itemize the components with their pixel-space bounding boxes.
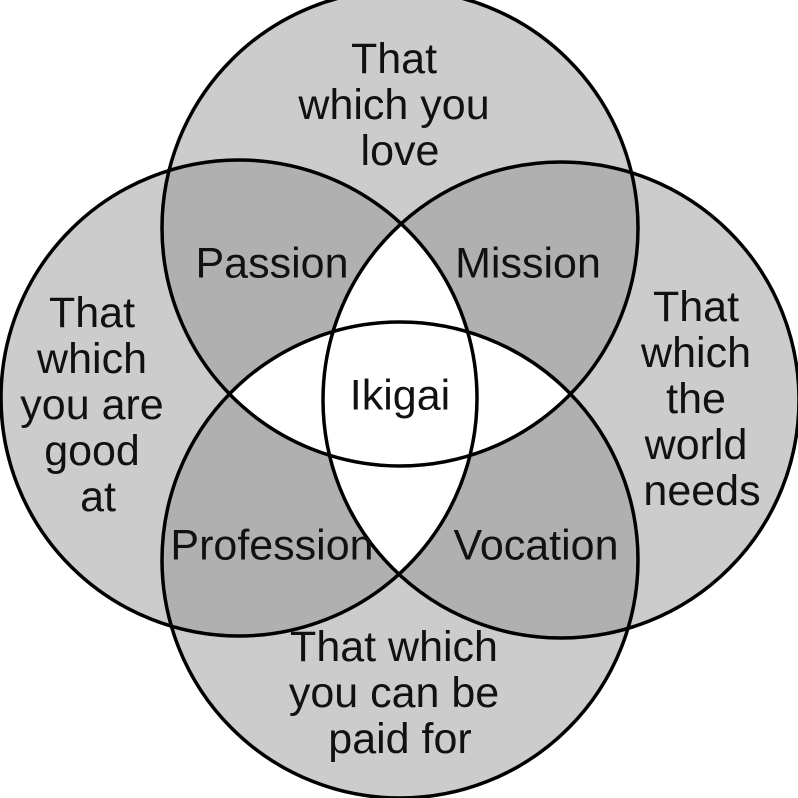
circle-top-outline bbox=[160, 0, 640, 468]
label-top-line: which you bbox=[297, 81, 489, 129]
label-right-line: the bbox=[666, 375, 726, 423]
label-right-circle: That which the world needs bbox=[640, 283, 763, 515]
label-bottom-line: paid for bbox=[328, 715, 471, 763]
circle-left-outline bbox=[0, 158, 479, 638]
label-left-circle: That which you are good at bbox=[20, 289, 175, 521]
label-left-line: which bbox=[36, 335, 147, 383]
label-ikigai: Ikigai bbox=[350, 371, 450, 419]
label-right-line: which bbox=[640, 329, 751, 377]
label-right-line: needs bbox=[643, 467, 760, 515]
label-left-line: That bbox=[49, 289, 135, 337]
circle-right-outline bbox=[321, 160, 798, 640]
label-top-line: That bbox=[351, 35, 437, 83]
circle-bottom-outline bbox=[160, 320, 640, 798]
label-left-line: you are bbox=[20, 381, 163, 429]
label-bottom-line: you can be bbox=[289, 669, 499, 717]
label-right-line: world bbox=[644, 421, 748, 469]
label-left-line: good bbox=[44, 427, 140, 475]
label-left-line: at bbox=[80, 473, 116, 521]
label-bottom-line: That which bbox=[290, 623, 498, 671]
label-vocation: Vocation bbox=[454, 521, 619, 569]
label-right-line: That bbox=[653, 283, 739, 331]
label-top-circle: That which you love bbox=[297, 35, 501, 175]
label-top-line: love bbox=[361, 127, 440, 175]
label-passion: Passion bbox=[196, 239, 349, 287]
label-mission: Mission bbox=[455, 239, 601, 287]
label-bottom-circle: That which you can be paid for bbox=[289, 623, 511, 763]
label-profession: Profession bbox=[170, 521, 373, 569]
